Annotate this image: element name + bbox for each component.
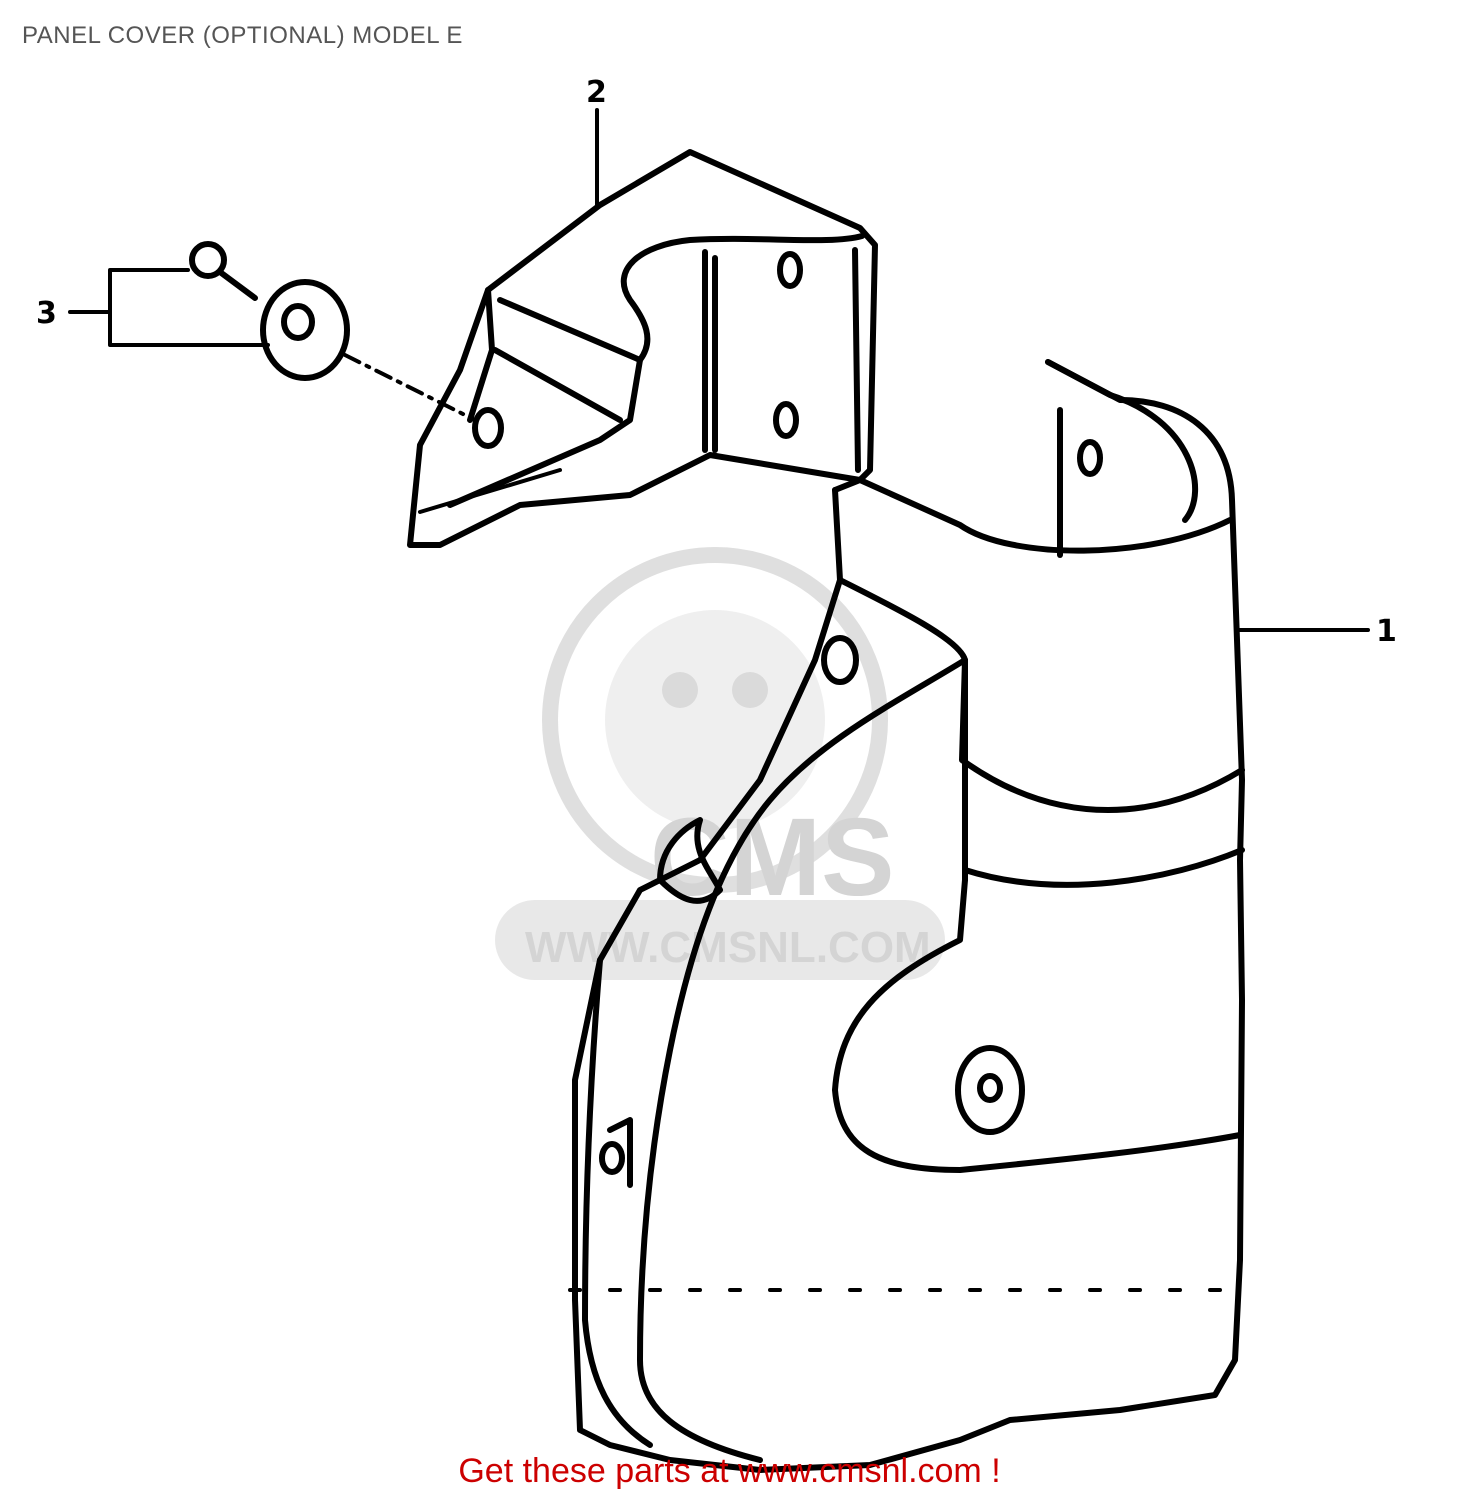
callout-label-2: 2 — [586, 75, 607, 110]
part-1-panel-cover — [568, 359, 1252, 1473]
watermark-logo: CMS WWW.CMSNL.COM — [495, 547, 945, 980]
callout-label-3: 3 — [36, 296, 57, 331]
part-3-screw-washer — [189, 241, 477, 422]
page-title: PANEL COVER (OPTIONAL) MODEL E — [22, 22, 463, 49]
watermark-url: WWW.CMSNL.COM — [525, 923, 931, 972]
callout-label-1: 1 — [1376, 614, 1397, 649]
part-2-bracket — [407, 149, 878, 548]
footer-promo-text[interactable]: Get these parts at www.cmsnl.com ! — [458, 1452, 1001, 1490]
leader-lines — [68, 108, 1370, 632]
